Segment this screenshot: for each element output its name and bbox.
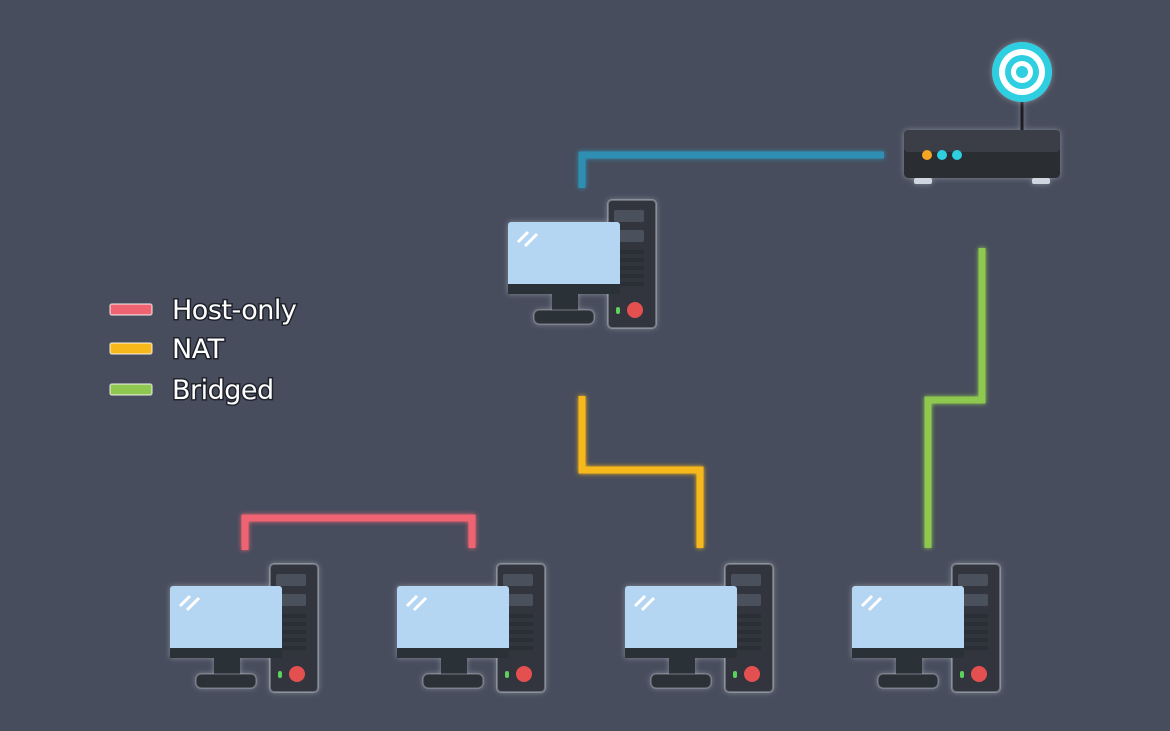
host-only-link (241, 514, 476, 550)
desktop-computer-icon (508, 200, 656, 328)
legend-item-bridged: Bridged (109, 374, 276, 408)
legend: Host-only NAT Bridged (109, 294, 299, 408)
host-computer (508, 200, 656, 328)
desktop-computer-icon (397, 564, 545, 692)
legend-swatch (109, 342, 153, 355)
vm-host-only-2 (397, 564, 545, 692)
vm-nat (625, 564, 773, 692)
legend-swatch (109, 383, 153, 396)
legend-label: Host-only (172, 295, 297, 326)
connections (241, 151, 986, 550)
vm-host-only-1 (170, 564, 318, 692)
legend-label: NAT (172, 334, 225, 365)
wifi-signal-icon (992, 42, 1052, 102)
desktop-computer-icon (170, 564, 318, 692)
legend-swatch (109, 303, 153, 316)
legend-label: Bridged (172, 375, 274, 406)
nat-link (578, 396, 704, 548)
legend-item-nat: NAT (109, 333, 227, 367)
desktop-computer-icon (625, 564, 773, 692)
desktop-computer-icon (852, 564, 1000, 692)
legend-item-host-only: Host-only (109, 294, 299, 328)
router-link (578, 151, 884, 188)
router-icon (904, 72, 1060, 184)
vm-bridged (852, 564, 1000, 692)
bridged-link (924, 248, 986, 548)
